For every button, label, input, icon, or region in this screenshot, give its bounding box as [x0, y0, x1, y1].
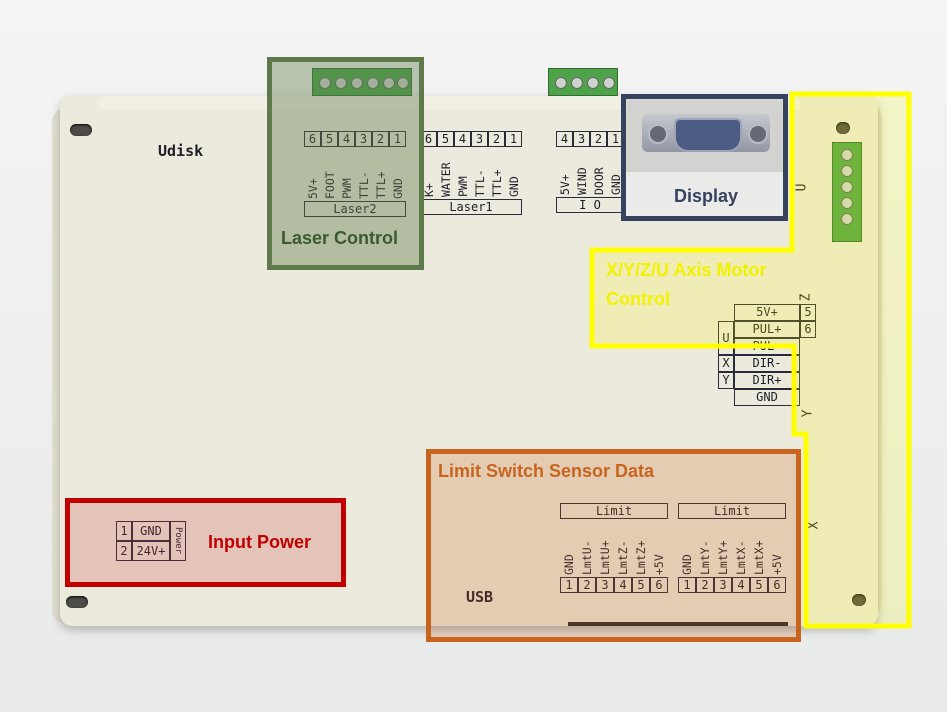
display-label: Display: [674, 186, 739, 206]
power-pinout: 1 2 GND 24V+ Power: [116, 521, 190, 567]
laser2-pinout: 6 5 4 3 2 1 5V+ FOOT PWM TTL- TTL+ GND L…: [304, 131, 410, 217]
power-signal-gnd: GND: [132, 521, 170, 541]
limit2-pin-3: 3: [714, 577, 732, 593]
motor-pin-6: 6: [800, 321, 816, 338]
io-pin-3: 3: [573, 131, 590, 147]
io-pin-4: 4: [556, 131, 573, 147]
laser-control-highlight: [267, 57, 424, 270]
motor-row-5v: 5V+: [734, 304, 800, 321]
laser-control-label: Laser Control: [281, 228, 399, 248]
motor-row-dir-minus: DIR-: [734, 355, 800, 372]
laser1-pinout: 6 5 4 3 2 1 K+ WATER PWM TTL- TTL+ GND L…: [420, 131, 524, 215]
limit1-pinout: Limit GND LmtU- LmtU+ LmtZ- LmtZ+ +5V 1 …: [560, 503, 672, 593]
db9-socket: [674, 118, 742, 152]
limit2-title: Limit: [678, 503, 786, 519]
laser2-terminal-block: [312, 68, 412, 96]
limit1-pin-6: 6: [650, 577, 668, 593]
laser1-pin-5: 5: [437, 131, 454, 147]
limit1-pin-4: 4: [614, 577, 632, 593]
db9-screw-right: [748, 124, 768, 144]
laser1-pin-3: 3: [471, 131, 488, 147]
display-label-band: [626, 172, 783, 216]
io-terminal-block: [548, 68, 618, 96]
power-pin-2: 2: [116, 541, 132, 561]
io-pin-2: 2: [590, 131, 607, 147]
mounting-hole-bottom-left: [66, 596, 88, 608]
limit2-pin-5: 5: [750, 577, 768, 593]
limit1-pin-5: 5: [632, 577, 650, 593]
mounting-hole-bottom-right: [852, 594, 866, 606]
limit-switch-label: Limit Switch Sensor Data: [438, 461, 655, 481]
power-pin-1: 1: [116, 521, 132, 541]
usb-label: USB: [466, 588, 494, 606]
laser2-pin-3: 3: [355, 131, 372, 147]
mounting-hole-top-right: [836, 122, 850, 134]
db9-screw-left: [648, 124, 668, 144]
laser1-pin-2: 2: [488, 131, 505, 147]
limit2-pinout: Limit GND LmtY- LmtY+ LmtX- LmtX+ +5V 1 …: [678, 503, 790, 593]
limit1-title: Limit: [560, 503, 668, 519]
power-title: Power: [170, 521, 186, 561]
motor-axis-u: U: [718, 321, 734, 355]
limit2-pin-1: 1: [678, 577, 696, 593]
mounting-hole-top-left: [70, 124, 92, 136]
motor-row-pul-plus: PUL+: [734, 321, 800, 338]
input-power-label: Input Power: [208, 532, 311, 552]
motor-control-label-line1: X/Y/Z/U Axis Motor: [606, 260, 767, 280]
laser2-pin-4: 4: [338, 131, 355, 147]
motor-control-label-line2: Control: [606, 289, 670, 309]
laser2-title: Laser2: [304, 201, 406, 217]
limit2-pin-6: 6: [768, 577, 786, 593]
laser2-pin-6: 6: [304, 131, 321, 147]
limit1-pin-2: 2: [578, 577, 596, 593]
limit2-pin-4: 4: [732, 577, 750, 593]
motor-axis-x: X: [718, 355, 734, 372]
laser2-pin-1: 1: [389, 131, 406, 147]
motor-terminal-block: [832, 142, 862, 242]
motor-row-dir-plus: DIR+: [734, 372, 800, 389]
limit-switch-highlight: [426, 449, 801, 642]
laser2-pin-5: 5: [321, 131, 338, 147]
laser1-pin-4: 4: [454, 131, 471, 147]
motor-axis-y: Y: [718, 372, 734, 389]
input-power-highlight: [65, 498, 346, 587]
limit1-pin-3: 3: [596, 577, 614, 593]
motor-pin-5: 5: [800, 304, 816, 321]
laser1-pin-1: 1: [505, 131, 522, 147]
limit1-pin-1: 1: [560, 577, 578, 593]
limit2-pin-2: 2: [696, 577, 714, 593]
motor-control-outline: [589, 91, 912, 629]
power-signal-24v: 24V+: [132, 541, 170, 561]
udisk-label: Udisk: [158, 142, 204, 160]
laser2-pin-2: 2: [372, 131, 389, 147]
usb-port-edge: [568, 622, 788, 626]
motor-row-gnd: GND: [734, 389, 800, 406]
